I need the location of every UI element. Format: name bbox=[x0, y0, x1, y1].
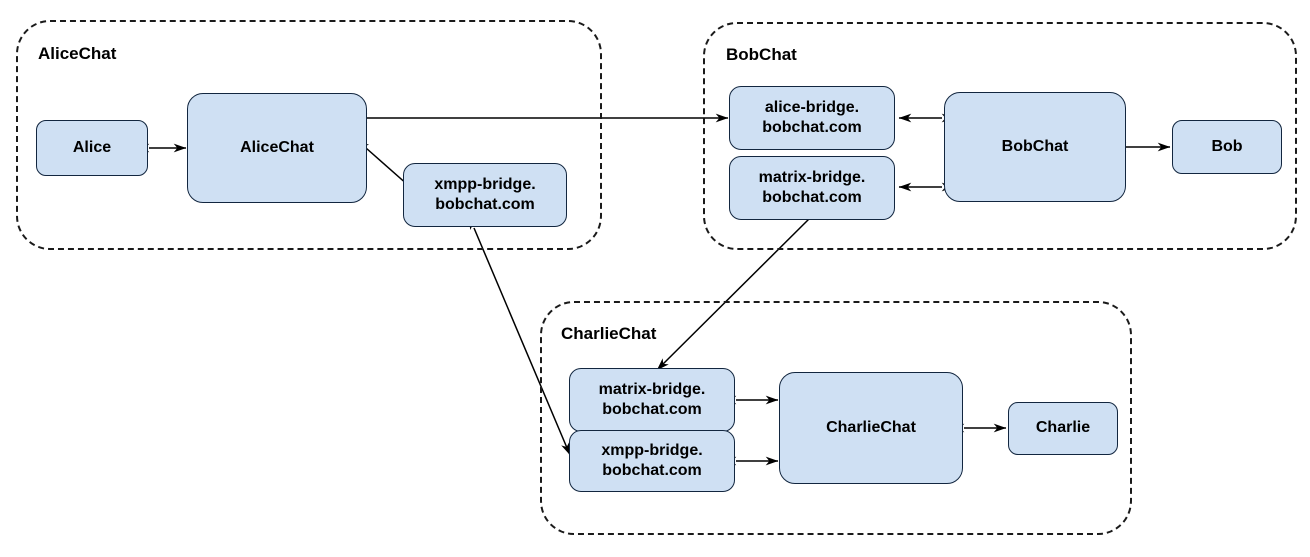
node-charlie-matrix-bridge-line1: matrix-bridge. bbox=[598, 380, 706, 398]
node-charliechat-server[interactable]: CharlieChat bbox=[779, 372, 963, 484]
node-alicechat-server-label: AliceChat bbox=[240, 138, 314, 156]
node-charlie-user[interactable]: Charlie bbox=[1008, 402, 1118, 455]
node-alice-user[interactable]: Alice bbox=[36, 120, 148, 176]
node-alice-xmpp-bridge-line1: xmpp-bridge. bbox=[434, 175, 536, 193]
node-charliechat-server-label: CharlieChat bbox=[826, 418, 916, 436]
node-bob-matrix-bridge-line2: bobchat.com bbox=[762, 189, 862, 206]
node-bob-alice-bridge-line2: bobchat.com bbox=[762, 119, 862, 136]
node-charlie-matrix-bridge[interactable]: matrix-bridge. bobchat.com bbox=[569, 368, 735, 432]
node-alicechat-server[interactable]: AliceChat bbox=[187, 93, 367, 203]
node-bobchat-server-label: BobChat bbox=[1001, 137, 1069, 155]
node-bob-user[interactable]: Bob bbox=[1172, 120, 1282, 174]
node-bob-matrix-bridge[interactable]: matrix-bridge. bobchat.com bbox=[729, 156, 895, 220]
zone-bobchat-label: BobChat bbox=[726, 45, 797, 64]
node-charlie-xmpp-bridge[interactable]: xmpp-bridge. bobchat.com bbox=[569, 430, 735, 492]
node-bob-user-label: Bob bbox=[1211, 137, 1243, 155]
node-charlie-user-label: Charlie bbox=[1035, 419, 1091, 437]
node-alice-user-label: Alice bbox=[72, 138, 112, 156]
node-alice-xmpp-bridge-line2: bobchat.com bbox=[435, 196, 535, 213]
node-charlie-matrix-bridge-line2: bobchat.com bbox=[602, 401, 702, 418]
node-bob-alice-bridge[interactable]: alice-bridge. bobchat.com bbox=[729, 86, 895, 150]
zone-charliechat[interactable] bbox=[540, 301, 1132, 535]
node-alice-xmpp-bridge[interactable]: xmpp-bridge. bobchat.com bbox=[403, 163, 567, 227]
node-charlie-xmpp-bridge-line1: xmpp-bridge. bbox=[601, 441, 703, 459]
node-bobchat-server[interactable]: BobChat bbox=[944, 92, 1126, 202]
node-bob-alice-bridge-line1: alice-bridge. bbox=[764, 98, 860, 116]
zone-bobchat[interactable] bbox=[703, 22, 1297, 250]
node-charlie-xmpp-bridge-line2: bobchat.com bbox=[602, 462, 702, 479]
zone-alicechat-label: AliceChat bbox=[38, 44, 117, 63]
node-bob-matrix-bridge-line1: matrix-bridge. bbox=[758, 168, 866, 186]
zone-charliechat-label: CharlieChat bbox=[561, 324, 657, 343]
zone-alicechat[interactable] bbox=[16, 20, 602, 250]
